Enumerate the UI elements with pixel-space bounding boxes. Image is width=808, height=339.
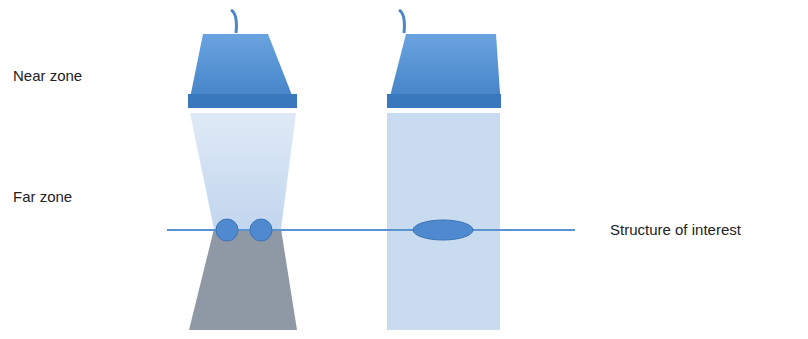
far-zone-beam — [189, 229, 297, 330]
zone-label: Far zone — [13, 188, 72, 206]
resolved-target — [216, 219, 238, 241]
resolved-target — [250, 219, 272, 241]
transducer-face — [387, 94, 501, 108]
near-zone-beam — [190, 113, 296, 229]
unfocused-transducer — [387, 34, 501, 108]
unfocused-beam — [387, 113, 500, 330]
blurred-target — [413, 220, 473, 240]
probe-cable — [231, 10, 236, 33]
focused-transducer — [188, 34, 297, 108]
zone-label: Near zone — [13, 67, 82, 85]
structure-label: Structure of interest — [610, 221, 741, 239]
transducer-face — [188, 94, 297, 108]
probe-cable — [399, 10, 404, 33]
